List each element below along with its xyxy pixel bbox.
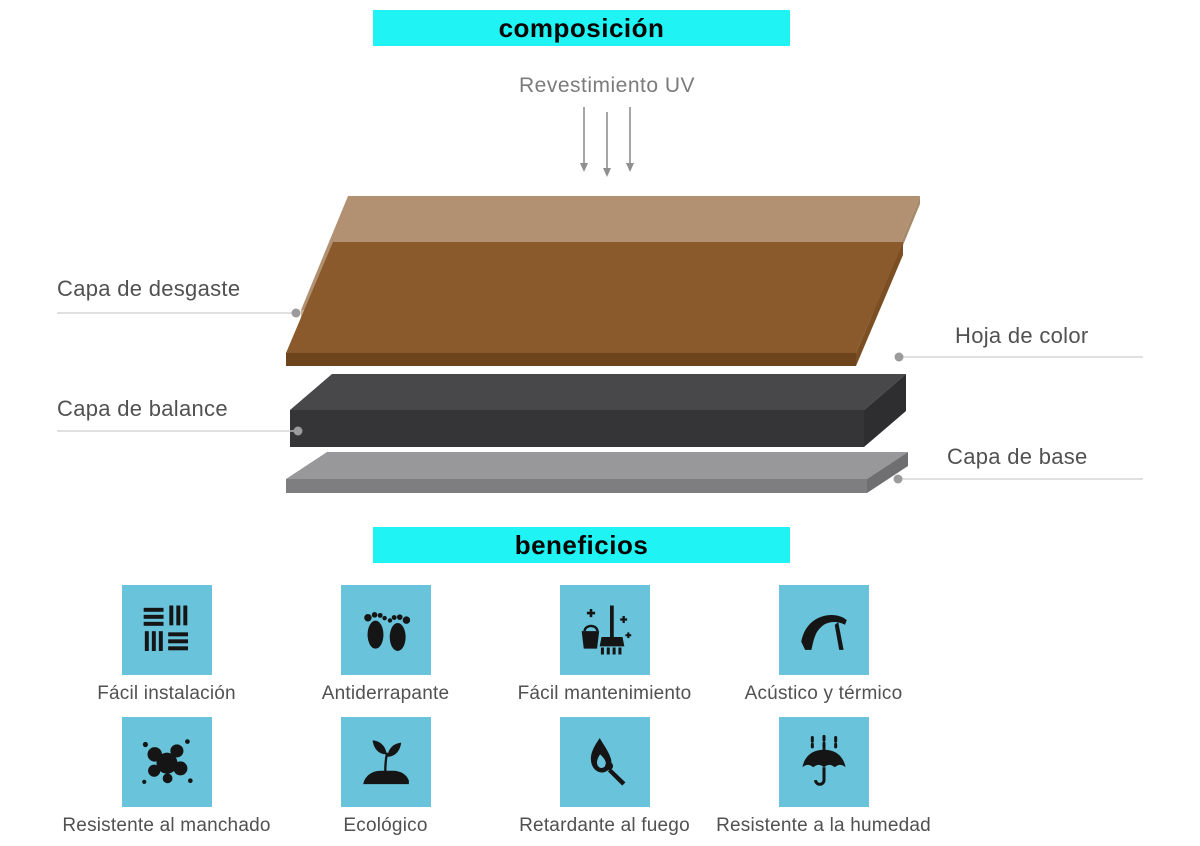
high-heel-icon [800, 614, 847, 650]
benefit-item: Ecológico [276, 717, 495, 837]
benefit-item: Resistente al manchado [57, 717, 276, 837]
benefit-item: Acústico y térmico [714, 585, 933, 705]
benefit-item: Retardante al fuego [495, 717, 714, 837]
composition-banner: composición [373, 10, 790, 46]
match-flame-icon [590, 738, 625, 786]
hand-plant-icon [362, 740, 409, 785]
composition-title: composición [498, 12, 665, 43]
uv-coating-label: Revestimiento UV [518, 74, 696, 97]
benefit-item: Fácil mantenimiento [495, 585, 714, 705]
benefit-tile [340, 717, 431, 807]
feet-icon [363, 612, 410, 651]
benefits-grid: Fácil instalación Antiderrapante [57, 585, 933, 837]
benefit-label: Fácil instalación [97, 683, 236, 704]
balance-layer-slab [290, 374, 906, 447]
benefit-label: Resistente al manchado [62, 815, 271, 836]
benefit-label: Acústico y térmico [744, 683, 903, 704]
layers-diagram [57, 107, 1143, 493]
benefit-item: Antiderrapante [276, 585, 495, 705]
balance-layer-label: Capa de balance [57, 396, 228, 421]
wear-layer-label: Capa de desgaste [57, 276, 241, 301]
umbrella-rain-icon [801, 734, 846, 786]
benefit-tile [121, 717, 212, 807]
benefit-tile [778, 717, 869, 807]
benefits-banner: beneficios [373, 527, 790, 563]
benefit-item: Resistente a la humedad [714, 717, 933, 837]
benefits-title: beneficios [514, 529, 649, 560]
splash-icon [141, 739, 193, 784]
benefit-tile [778, 585, 869, 675]
color-sheet-slab [286, 242, 903, 366]
benefit-label: Resistente a la humedad [716, 815, 931, 836]
color-sheet-label: Hoja de color [955, 323, 1089, 348]
benefit-tile [121, 585, 212, 675]
benefit-tile [559, 585, 650, 675]
base-layer-slab [286, 452, 908, 493]
benefit-label: Antiderrapante [321, 683, 450, 704]
parquet-icon [143, 605, 188, 651]
benefit-tile [340, 585, 431, 675]
mop-bucket-icon [581, 605, 631, 655]
uv-arrows-icon [580, 107, 634, 177]
benefit-tile [559, 717, 650, 807]
benefit-label: Fácil mantenimiento [517, 683, 692, 704]
benefit-label: Ecológico [343, 815, 428, 836]
benefit-label: Retardante al fuego [519, 815, 690, 836]
base-layer-label: Capa de base [947, 444, 1088, 469]
label-connectors [57, 308, 1143, 484]
benefit-item: Fácil instalación [57, 585, 276, 705]
